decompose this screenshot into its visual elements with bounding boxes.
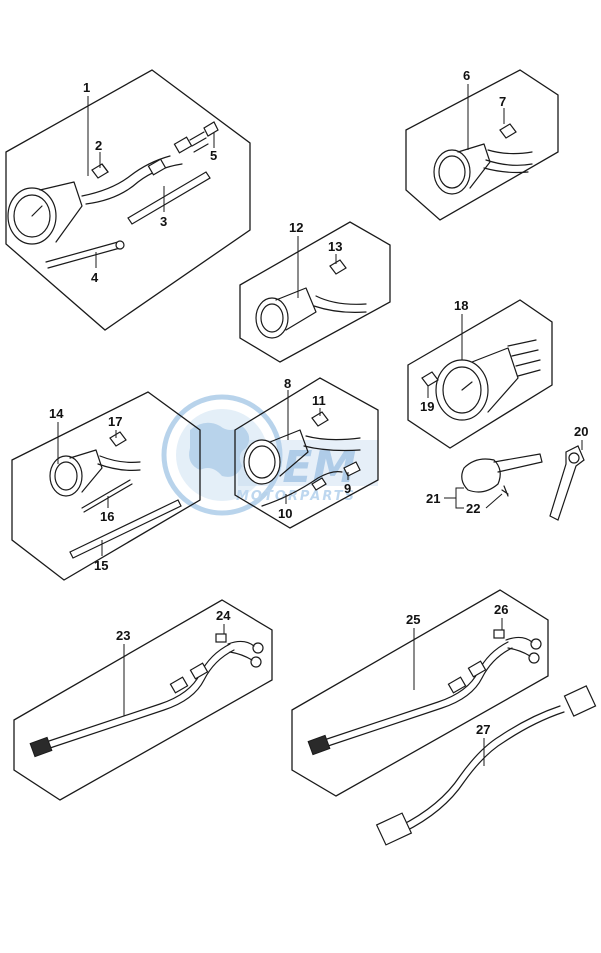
callout-13: 13 bbox=[328, 239, 342, 254]
callout-14: 14 bbox=[49, 406, 64, 421]
callout-5: 5 bbox=[210, 148, 217, 163]
leader-lines bbox=[57, 84, 583, 766]
callout-7: 7 bbox=[499, 94, 506, 109]
part-screw-22 bbox=[501, 485, 509, 497]
part-cable-band-3 bbox=[127, 171, 211, 225]
part-bulb-11 bbox=[311, 411, 329, 427]
box-kit-1 bbox=[5, 69, 251, 331]
callout-16: 16 bbox=[100, 509, 114, 524]
part-connector-5 bbox=[203, 121, 219, 137]
callout-12: 12 bbox=[289, 220, 303, 235]
callout-3: 3 bbox=[160, 214, 167, 229]
box-kit-14 bbox=[11, 391, 201, 581]
callout-11: 11 bbox=[312, 393, 326, 408]
part-wire-10 bbox=[261, 471, 343, 507]
callout-21: 21 bbox=[426, 491, 440, 506]
callout-19: 19 bbox=[420, 399, 434, 414]
part-cable-tie-16 bbox=[81, 479, 133, 513]
part-harness-25 bbox=[307, 636, 542, 756]
callout-22: 22 bbox=[466, 501, 480, 516]
part-extension-cable-27 bbox=[375, 685, 597, 846]
callout-18: 18 bbox=[454, 298, 468, 313]
callout-25: 25 bbox=[406, 612, 420, 627]
box-harness-25 bbox=[291, 589, 549, 797]
callout-6: 6 bbox=[463, 68, 470, 83]
part-cable-band-15 bbox=[69, 499, 182, 559]
part-gauge-12 bbox=[255, 287, 367, 339]
callout-24: 24 bbox=[216, 608, 231, 623]
callout-15: 15 bbox=[94, 558, 108, 573]
callout-9: 9 bbox=[344, 481, 351, 496]
part-gauge-8 bbox=[243, 429, 361, 485]
part-bulb-2 bbox=[91, 163, 109, 179]
part-gauge-18 bbox=[435, 339, 541, 421]
callout-10: 10 bbox=[278, 506, 292, 521]
callout-23: 23 bbox=[116, 628, 130, 643]
callout-1: 1 bbox=[83, 80, 90, 95]
callout-26: 26 bbox=[494, 602, 508, 617]
part-clip-24 bbox=[215, 633, 227, 643]
box-kit-18 bbox=[407, 299, 553, 449]
part-gauge-14 bbox=[49, 449, 141, 497]
part-clip-26 bbox=[493, 629, 505, 639]
callout-17: 17 bbox=[108, 414, 122, 429]
callout-2: 2 bbox=[95, 138, 102, 153]
watermark-sub-text: MOTORPARTS bbox=[236, 489, 356, 504]
part-cable-tie-4 bbox=[45, 240, 125, 269]
box-harness-23 bbox=[13, 599, 273, 801]
part-gauge-6 bbox=[433, 143, 533, 195]
callout-20: 20 bbox=[574, 424, 588, 439]
part-gauge-1 bbox=[7, 131, 209, 245]
part-bulb-19 bbox=[421, 371, 439, 387]
box-kit-8 bbox=[234, 377, 379, 529]
callout-8: 8 bbox=[284, 376, 291, 391]
part-bulb-7 bbox=[499, 123, 517, 139]
box-kit-12 bbox=[239, 221, 391, 363]
callout-4: 4 bbox=[91, 270, 99, 285]
part-switch-21 bbox=[461, 453, 543, 493]
part-harness-23 bbox=[29, 640, 264, 758]
part-bulb-17 bbox=[109, 431, 127, 447]
part-switch-20 bbox=[549, 445, 585, 521]
box-kit-6 bbox=[405, 69, 559, 221]
part-bulb-13 bbox=[329, 259, 347, 275]
callout-27: 27 bbox=[476, 722, 490, 737]
